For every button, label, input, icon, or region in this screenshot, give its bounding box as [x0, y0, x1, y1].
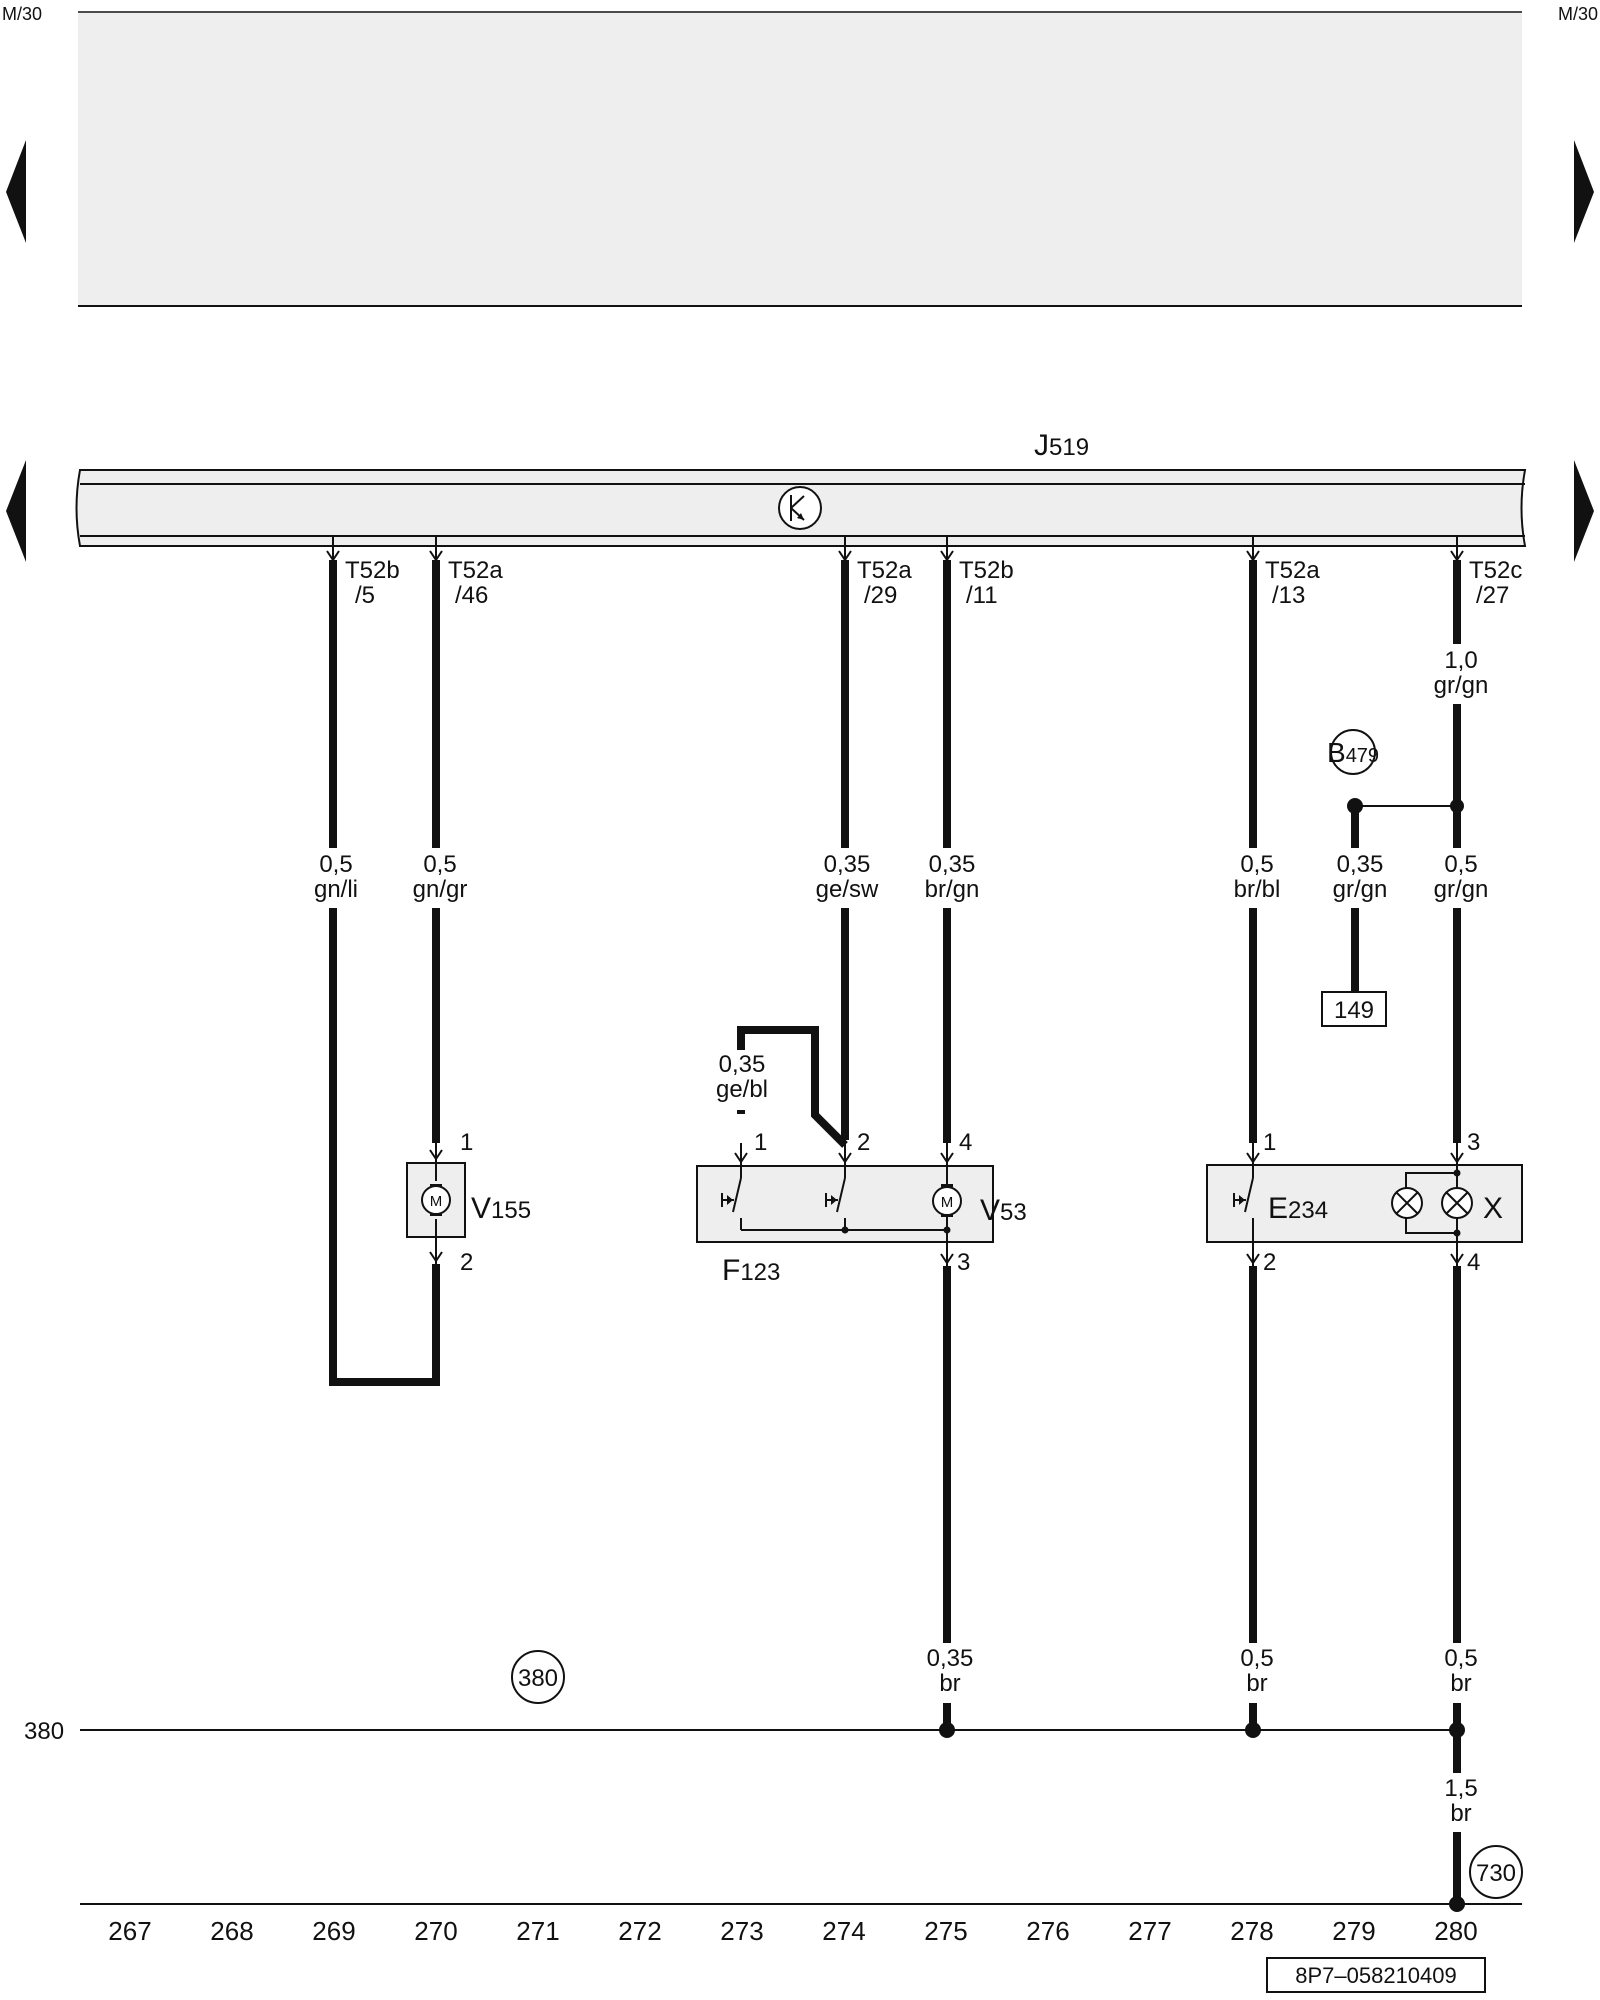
f123-pin-1: 1 — [754, 1129, 767, 1156]
x-pin-4: 4 — [1467, 1249, 1480, 1276]
track-number: 275 — [924, 1916, 967, 1946]
track-numbers: 267 268 269 270 271 272 273 274 275 276 … — [108, 1916, 1477, 1946]
diagram-id-box — [1266, 1957, 1486, 1993]
wire-track-269 — [329, 560, 440, 1386]
v155-label: V155 — [471, 1192, 531, 1225]
top-grey-panel — [78, 13, 1522, 306]
splice-b479: B479 — [1327, 729, 1379, 775]
v155-pin-1: 1 — [460, 1129, 473, 1156]
connector-t52a-13: T52a/13 — [1265, 557, 1320, 609]
control-unit-label: J519 — [1034, 429, 1089, 462]
track-number: 278 — [1230, 1916, 1273, 1946]
connector-t52b-11: T52b/11 — [959, 557, 1014, 609]
page-prev-arrow-icon[interactable] — [6, 140, 26, 243]
ref-box-149-label[interactable]: 149 — [1334, 997, 1374, 1024]
wire-label-273-bg — [710, 1050, 774, 1110]
track-number: 277 — [1128, 1916, 1171, 1946]
svg-text:380: 380 — [518, 1665, 558, 1692]
control-unit-symbol-icon — [778, 486, 822, 530]
ground-point-380[interactable]: 380 — [511, 1650, 565, 1704]
f123-pin-2: 2 — [857, 1129, 870, 1156]
e234-pin-1: 1 — [1263, 1129, 1276, 1156]
page-ref-top-left: M/30 — [2, 4, 42, 24]
track-number: 280 — [1434, 1916, 1477, 1946]
track-number: 272 — [618, 1916, 661, 1946]
ground-bus-380-label: 380 — [24, 1718, 64, 1745]
ground-node-278 — [1245, 1722, 1261, 1738]
track-number: 271 — [516, 1916, 559, 1946]
track-number: 274 — [822, 1916, 865, 1946]
v155-motor-icon: M — [430, 1193, 443, 1210]
track-number: 273 — [720, 1916, 763, 1946]
connector-t52c-27: T52c/27 — [1469, 557, 1522, 609]
v53-label: V53 — [980, 1194, 1027, 1227]
lamp-icon — [1391, 1187, 1423, 1219]
component-e234-x: 1 2 3 4 E234 X — [1206, 1129, 1523, 1276]
ground-point-730[interactable]: 730 — [1469, 1845, 1523, 1899]
connector-t52a-29: T52a/29 — [857, 557, 912, 609]
track-number: 276 — [1026, 1916, 1069, 1946]
f123-label: F123 — [722, 1254, 780, 1287]
v53-pin-4: 4 — [959, 1129, 972, 1156]
component-v155: M 1 2 V155 — [406, 1129, 531, 1276]
control-unit-next-arrow-icon[interactable] — [1574, 460, 1594, 562]
e234-label: E234 — [1268, 1192, 1328, 1225]
svg-text:730: 730 — [1476, 1860, 1516, 1887]
track-number: 269 — [312, 1916, 355, 1946]
x-pin-3: 3 — [1467, 1129, 1480, 1156]
page-ref-top-right: M/30 — [1558, 4, 1598, 24]
e234-pin-2: 2 — [1263, 1249, 1276, 1276]
lamp-icon — [1441, 1187, 1473, 1219]
control-unit-j519: J519 — [75, 429, 1527, 547]
ground-node-275 — [939, 1722, 955, 1738]
connector-t52a-46: T52a/46 — [448, 557, 503, 609]
ground-node-280 — [1449, 1722, 1465, 1738]
v155-pin-2: 2 — [460, 1249, 473, 1276]
v53-motor-icon: M — [941, 1194, 954, 1211]
track-number: 267 — [108, 1916, 151, 1946]
track-number: 268 — [210, 1916, 253, 1946]
component-f123-v53: M 1 2 4 3 V53 F123 — [696, 1129, 1027, 1287]
control-unit-prev-arrow-icon[interactable] — [6, 460, 26, 562]
track-number: 270 — [414, 1916, 457, 1946]
connector-t52b-5: T52b/5 — [345, 557, 400, 609]
page-next-arrow-icon[interactable] — [1574, 140, 1594, 243]
v53-pin-3: 3 — [957, 1249, 970, 1276]
diagram-id: 8P7–058210409 — [1295, 1963, 1457, 1988]
track-number: 279 — [1332, 1916, 1375, 1946]
ref-box-149[interactable] — [1321, 991, 1387, 1027]
splice-b479-label: B479 — [1327, 737, 1379, 768]
x-label: X — [1483, 1192, 1503, 1225]
